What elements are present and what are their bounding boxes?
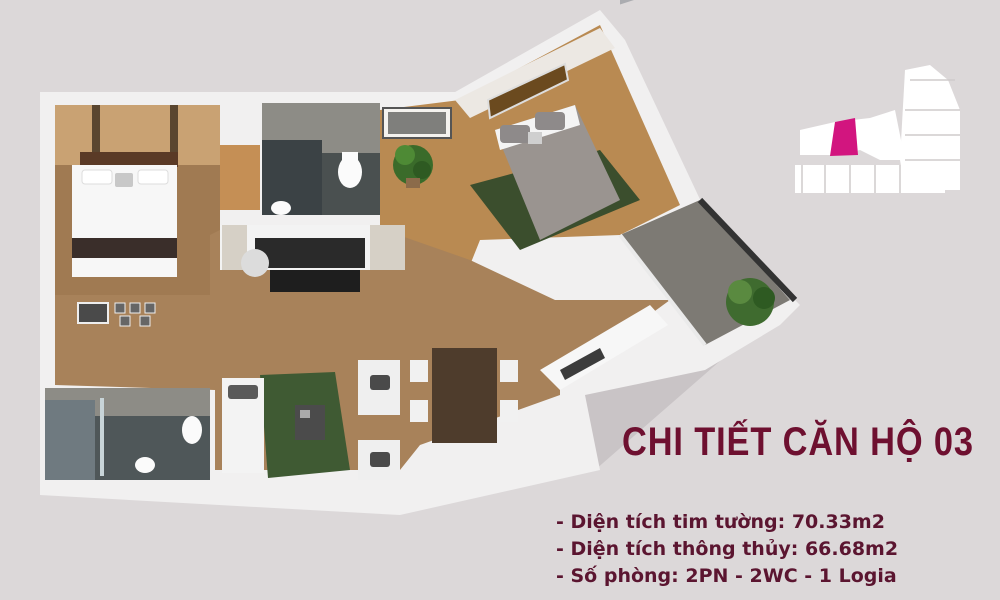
spec-rooms: - Số phòng: 2PN - 2WC - 1 Logia bbox=[556, 565, 897, 587]
bathroom-bottom bbox=[45, 388, 210, 480]
spec-clear-area: - Diện tích thông thủy: 66.68m2 bbox=[556, 538, 899, 560]
living-area bbox=[222, 372, 350, 478]
armchairs bbox=[358, 360, 400, 480]
tv-wall bbox=[220, 225, 405, 292]
logia bbox=[618, 197, 798, 347]
master-bed bbox=[495, 105, 620, 240]
apartment-title: CHI TIẾT CĂN HỘ 03 bbox=[622, 420, 974, 464]
highlighted-unit bbox=[830, 118, 858, 156]
apartment-specs: - Diện tích tim tường: 70.33m2 - Diện tí… bbox=[556, 509, 996, 590]
spec-wall-area: - Diện tích tim tường: 70.33m2 bbox=[556, 511, 885, 533]
plant-master-bedroom bbox=[393, 145, 433, 188]
wall-pictures bbox=[77, 302, 156, 327]
bed-1 bbox=[72, 152, 178, 277]
bathroom-top bbox=[262, 103, 380, 215]
dining-set bbox=[410, 348, 518, 443]
kitchen-counter bbox=[540, 305, 668, 390]
building-key-plan bbox=[795, 65, 960, 193]
